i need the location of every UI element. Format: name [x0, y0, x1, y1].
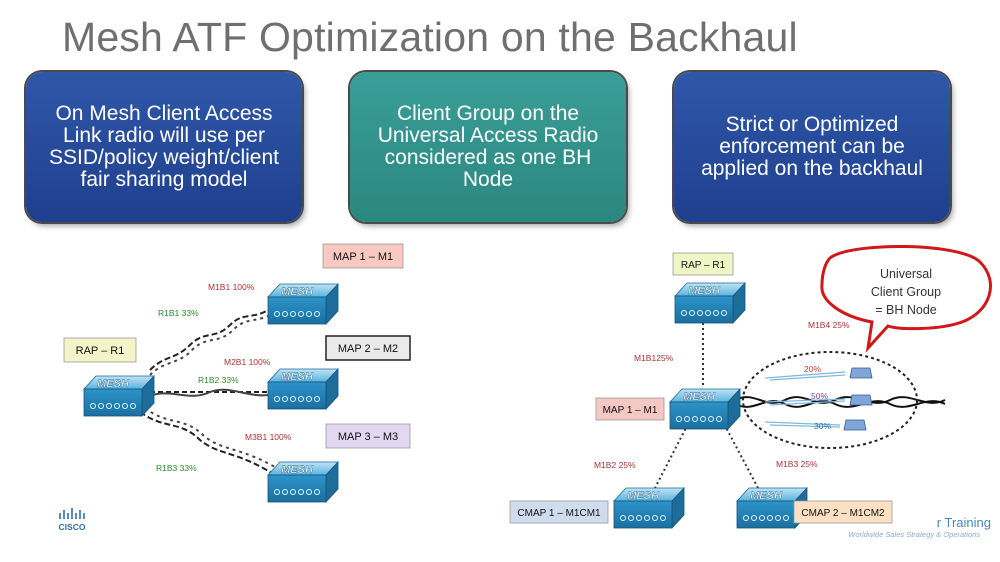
callout-line-1: Universal	[880, 267, 932, 281]
label-m3b1: M3B1 100%	[245, 432, 292, 442]
info-box-client-group: Client Group on the Universal Access Rad…	[350, 72, 626, 222]
client-group	[742, 351, 918, 449]
link-r1-m1	[149, 304, 276, 371]
client-pct-2: 50%	[811, 391, 828, 401]
cmap1-label: CMAP 1 – M1CM1	[517, 508, 601, 519]
cmap2-label: CMAP 2 – M1CM2	[801, 508, 885, 519]
link-r1-m2b	[149, 388, 276, 397]
map1-device-icon	[267, 283, 339, 325]
map1-device-icon	[669, 388, 741, 430]
link-map1-cmap2	[721, 419, 759, 489]
right-node-labels: RAP – R1 MAP 1 – M1 CMAP 1 – M1CM1 CMAP …	[509, 252, 893, 524]
label-m1b1: M1B125%	[634, 353, 674, 363]
label-m2b1: M2B1 100%	[224, 357, 271, 367]
cisco-logo: CISCO	[59, 508, 86, 532]
label-m1b1: M1B1 100%	[208, 282, 255, 292]
laptop-icon	[843, 367, 873, 431]
label-m1b4: M1B4 25%	[808, 320, 850, 330]
footer-sub: Worldwide Sales Strategy & Operations	[848, 530, 980, 539]
link-r1-m3b	[144, 407, 281, 471]
label-m1b3: M1B3 25%	[776, 459, 818, 469]
info-box-enforcement: Strict or Optimized enforcement can be a…	[674, 72, 950, 222]
rap-device-icon	[83, 375, 155, 417]
client-pct-3: 30%	[814, 421, 831, 431]
label-r1b3: R1B3 33%	[156, 463, 197, 473]
label-r1b2: R1B2 33%	[198, 375, 239, 385]
info-box-client-access: On Mesh Client Access Link radio will us…	[26, 72, 302, 222]
info-box-client-access-text: On Mesh Client Access Link radio will us…	[49, 102, 279, 191]
cmap1-device-icon	[613, 487, 685, 529]
map3-device-icon	[267, 461, 339, 503]
callout-line-2: Client Group	[871, 285, 941, 299]
rap-device-icon	[674, 282, 746, 324]
info-box-client-group-text: Client Group on the Universal Access Rad…	[377, 102, 599, 191]
info-box-enforcement-text: Strict or Optimized enforcement can be a…	[701, 113, 923, 180]
map3-label: MAP 3 – M3	[338, 431, 398, 443]
map2-label: MAP 2 – M2	[338, 343, 398, 355]
map1-label: MAP 1 – M1	[333, 251, 393, 263]
link-r1-m3	[139, 411, 276, 476]
client-pct-1: 20%	[804, 364, 821, 374]
map1-label: MAP 1 – M1	[603, 405, 658, 416]
rap-label: RAP – R1	[76, 345, 125, 357]
map2-device-icon	[267, 368, 339, 410]
left-links	[139, 304, 281, 476]
footer-training: r Training	[937, 515, 991, 530]
link-map1-cmap1	[654, 419, 691, 489]
callout-bubble: Universal Client Group = BH Node	[820, 244, 992, 353]
label-m1b2: M1B2 25%	[594, 460, 636, 470]
right-link-labels: M1B4 25% M1B125% M1B2 25% M1B3 25% 20% 5…	[594, 320, 850, 470]
left-node-labels: MAP 1 – M1 RAP – R1 MAP 2 – M2 MAP 3 – M…	[63, 243, 411, 449]
link-r1-m1b	[149, 309, 279, 376]
left-link-labels: M1B1 100% R1B1 33% M2B1 100% R1B2 33% M3…	[156, 282, 292, 473]
label-r1b1: R1B1 33%	[158, 308, 199, 318]
rap-label: RAP – R1	[681, 260, 726, 271]
cisco-wordmark: CISCO	[59, 522, 86, 532]
callout-line-3: = BH Node	[875, 303, 937, 317]
page-title: Mesh ATF Optimization on the Backhaul	[62, 14, 798, 60]
